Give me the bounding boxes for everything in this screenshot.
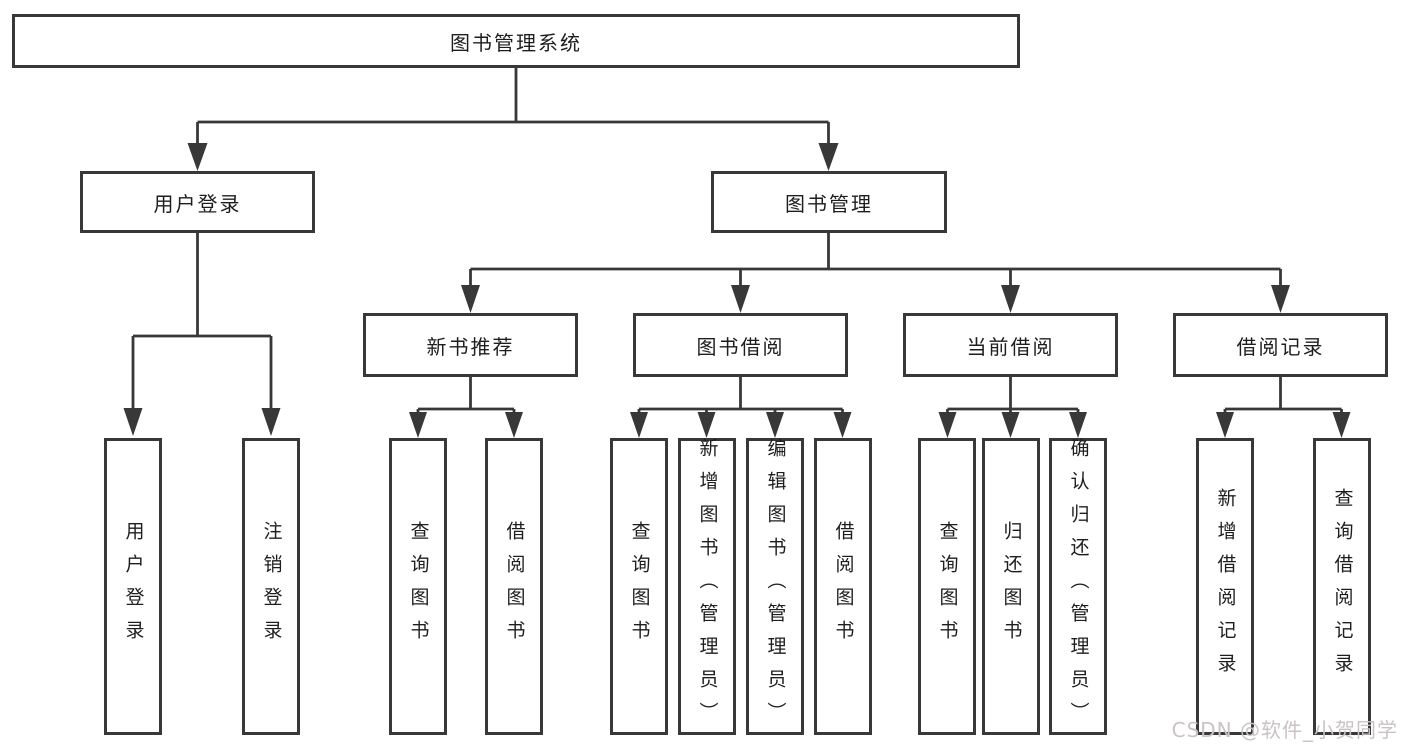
leaf-confirm-return-admin-label: 确认归还（管理员） bbox=[1067, 438, 1090, 735]
leaf-confirm-return-admin: 确认归还（管理员） bbox=[1049, 438, 1107, 735]
node-new-book-recommend-label: 新书推荐 bbox=[426, 334, 515, 359]
leaf-borrow-books-label: 借阅图书 bbox=[832, 520, 855, 653]
leaf-query-borrow-record-label: 查询借阅记录 bbox=[1331, 487, 1354, 686]
node-borrow-records-label: 借阅记录 bbox=[1236, 334, 1325, 359]
leaf-return-books: 归还图书 bbox=[982, 438, 1040, 735]
connector-login-to-leaves bbox=[123, 233, 281, 436]
connector-current-to-leaves bbox=[938, 377, 1087, 438]
node-root-label: 图书管理系统 bbox=[450, 30, 582, 55]
node-borrow-records: 借阅记录 bbox=[1173, 313, 1388, 377]
connector-records-to-leaves bbox=[1216, 377, 1351, 438]
leaf-query-books-current-label: 查询图书 bbox=[936, 520, 959, 653]
node-book-borrow-label: 图书借阅 bbox=[696, 334, 785, 359]
leaf-user-login: 用户登录 bbox=[104, 438, 162, 735]
connector-bookmgmt-to-level3 bbox=[461, 233, 1290, 313]
leaf-query-books-recommend: 查询图书 bbox=[389, 438, 447, 735]
connector-root-to-level2 bbox=[187, 68, 839, 171]
node-root: 图书管理系统 bbox=[12, 14, 1020, 68]
node-current-borrow-label: 当前借阅 bbox=[966, 334, 1055, 359]
leaf-query-books-borrow-label: 查询图书 bbox=[628, 520, 651, 653]
leaf-query-borrow-record: 查询借阅记录 bbox=[1313, 438, 1371, 735]
leaf-edit-books-admin: 编辑图书（管理员） bbox=[746, 438, 804, 735]
leaf-user-login-label: 用户登录 bbox=[122, 520, 145, 653]
leaf-add-books-admin: 新增图书（管理员） bbox=[678, 438, 736, 735]
leaf-add-borrow-record: 新增借阅记录 bbox=[1196, 438, 1254, 735]
node-user-login: 用户登录 bbox=[80, 171, 315, 233]
node-book-management: 图书管理 bbox=[711, 171, 947, 233]
leaf-add-borrow-record-label: 新增借阅记录 bbox=[1214, 487, 1237, 686]
leaf-logout: 注销登录 bbox=[242, 438, 300, 735]
leaf-query-books-borrow: 查询图书 bbox=[610, 438, 668, 735]
leaf-edit-books-admin-label: 编辑图书（管理员） bbox=[764, 438, 787, 735]
connector-borrow-to-leaves bbox=[630, 377, 852, 438]
leaf-query-books-recommend-label: 查询图书 bbox=[407, 520, 430, 653]
node-book-management-label: 图书管理 bbox=[785, 191, 873, 216]
leaf-borrow-books: 借阅图书 bbox=[814, 438, 872, 735]
node-new-book-recommend: 新书推荐 bbox=[363, 313, 578, 377]
node-book-borrow: 图书借阅 bbox=[633, 313, 848, 377]
node-user-login-label: 用户登录 bbox=[153, 191, 242, 216]
leaf-borrow-books-recommend: 借阅图书 bbox=[485, 438, 543, 735]
csdn-watermark: CSDN @软件_小贺同学 bbox=[1171, 718, 1398, 742]
node-current-borrow: 当前借阅 bbox=[903, 313, 1118, 377]
leaf-return-books-label: 归还图书 bbox=[1000, 520, 1023, 653]
leaf-borrow-books-recommend-label: 借阅图书 bbox=[503, 520, 526, 653]
leaf-query-books-current: 查询图书 bbox=[918, 438, 976, 735]
leaf-add-books-admin-label: 新增图书（管理员） bbox=[696, 438, 719, 735]
leaf-logout-label: 注销登录 bbox=[260, 520, 283, 653]
connector-newbook-to-leaves bbox=[409, 377, 523, 438]
